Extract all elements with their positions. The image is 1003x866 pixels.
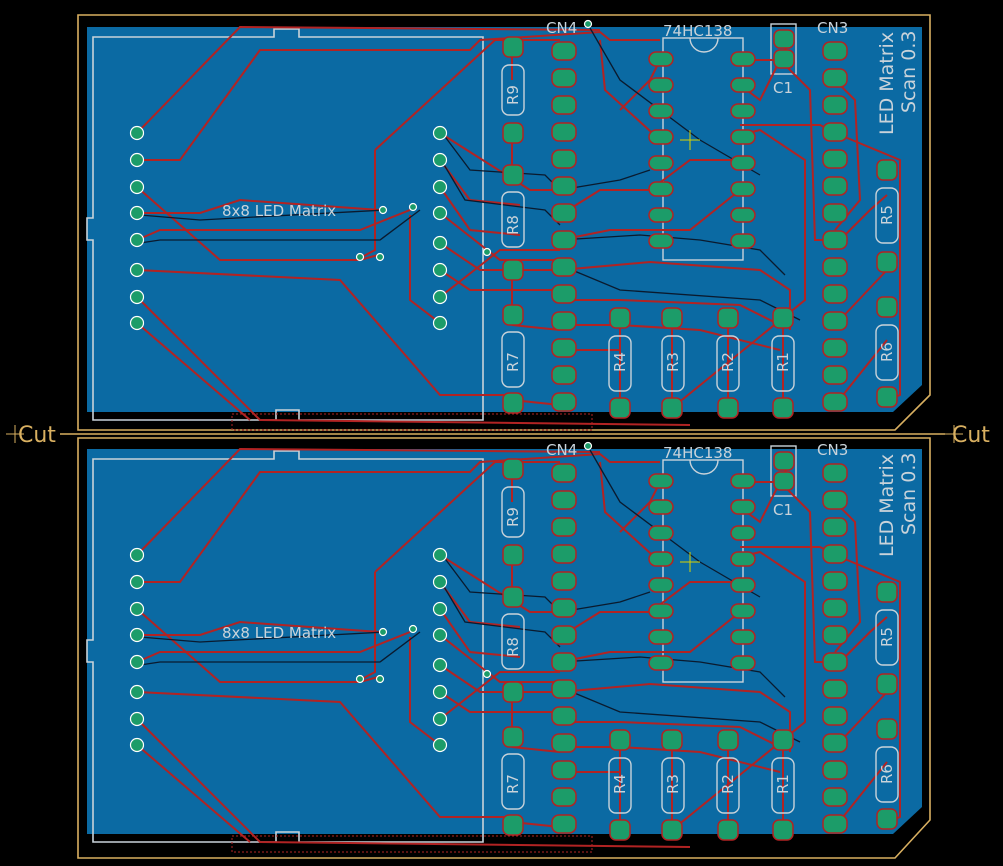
r9-label-top: R9	[504, 85, 522, 105]
r7-label-top: R7	[504, 352, 522, 372]
cn3-label-top: CN3	[817, 19, 848, 37]
matrix-label-bottom: 8x8 LED Matrix	[222, 624, 336, 642]
r8-label-bottom: R8	[504, 637, 522, 657]
r2-label-bottom: R2	[719, 774, 737, 794]
r5-label-bottom: R5	[878, 627, 896, 647]
r1-label-bottom: R1	[774, 774, 792, 794]
board-title-bottom: LED Matrix	[876, 454, 898, 557]
cut-label-left: Cut	[18, 423, 56, 448]
r2-label-top: R2	[719, 352, 737, 372]
cn3-label-bottom: CN3	[817, 441, 848, 459]
board-version-bottom: Scan 0.3	[898, 453, 920, 535]
r7-label-bottom: R7	[504, 774, 522, 794]
cn4-label-bottom: CN4	[546, 441, 577, 459]
r3-label-bottom: R3	[664, 774, 682, 794]
board-title-top: LED Matrix	[876, 32, 898, 135]
r4-label-top: R4	[611, 352, 629, 372]
matrix-label-top: 8x8 LED Matrix	[222, 202, 336, 220]
r1-label-top: R1	[774, 352, 792, 372]
ic-label-top: 74HC138	[663, 22, 732, 40]
r5-label-top: R5	[878, 205, 896, 225]
r3-label-top: R3	[664, 352, 682, 372]
board-version-top: Scan 0.3	[898, 31, 920, 113]
cut-label-right: Cut	[952, 423, 990, 448]
r6-label-bottom: R6	[878, 764, 896, 784]
r4-label-bottom: R4	[611, 774, 629, 794]
r6-label-top: R6	[878, 342, 896, 362]
cn4-label-top: CN4	[546, 19, 577, 37]
r9-label-bottom: R9	[504, 507, 522, 527]
r8-label-top: R8	[504, 215, 522, 235]
c1-label-top: C1	[773, 79, 793, 97]
c1-label-bottom: C1	[773, 501, 793, 519]
ic-label-bottom: 74HC138	[663, 444, 732, 462]
